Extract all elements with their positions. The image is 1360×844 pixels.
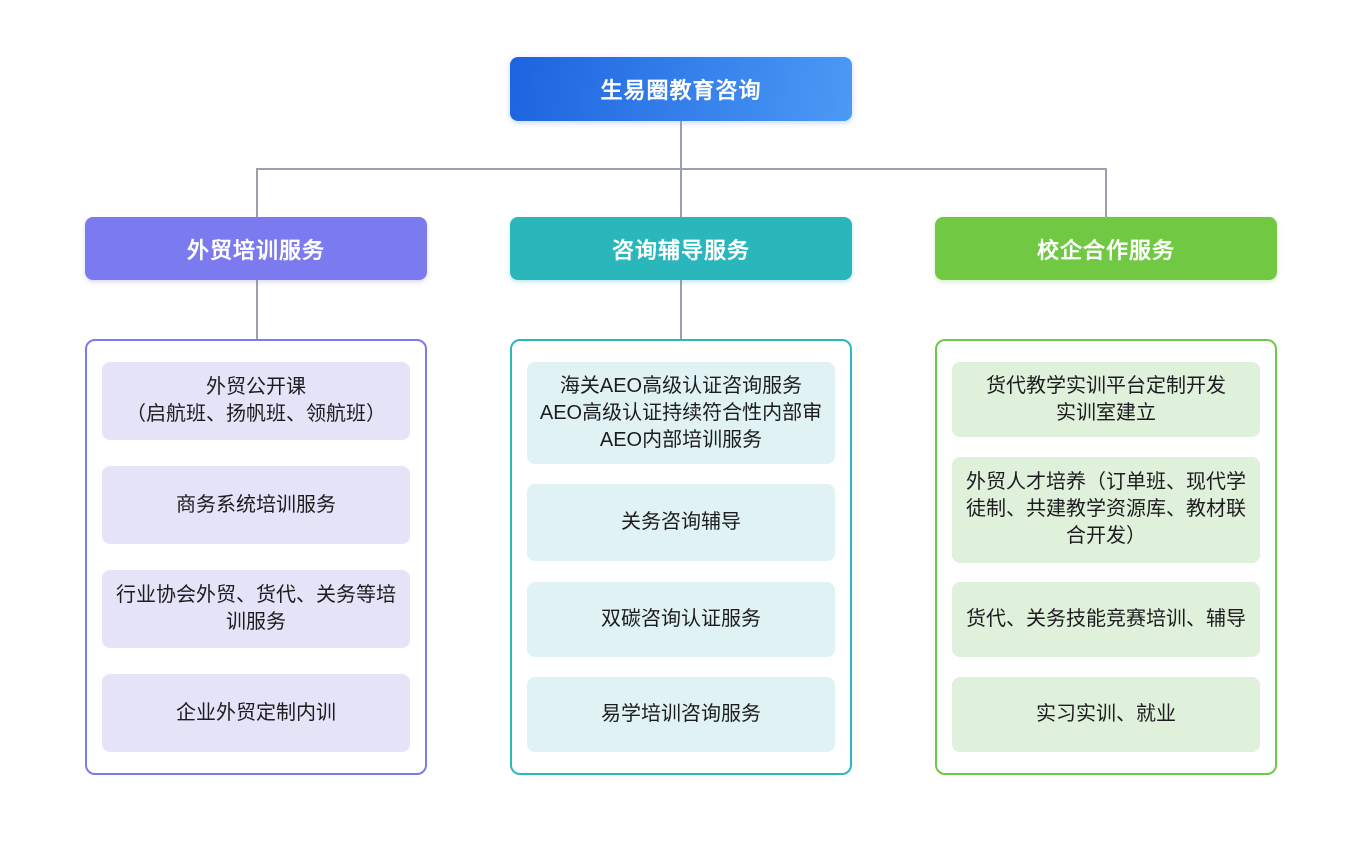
leaf-item: 外贸公开课 （启航班、扬帆班、领航班）: [102, 362, 410, 440]
leaf-item: 货代、关务技能竞赛培训、辅导: [952, 582, 1260, 658]
connector-branch3-down: [1105, 168, 1107, 217]
root-node-label: 生易圈教育咨询: [600, 78, 762, 103]
branch-header-school-enterprise: 校企合作服务: [935, 217, 1277, 280]
branch-container-consulting-coaching: 海关AEO高级认证咨询服务 AEO高级认证持续符合性内部审 AEO内部培训服务 …: [510, 339, 852, 775]
root-node: 生易圈教育咨询: [510, 57, 852, 121]
branch-header-label: 外贸培训服务: [186, 237, 325, 263]
connector-root-down: [680, 121, 682, 168]
leaf-item: 实习实训、就业: [952, 676, 1260, 752]
branch-header-consulting-coaching: 咨询辅导服务: [510, 217, 852, 280]
branch-container-foreign-trade-training: 外贸公开课 （启航班、扬帆班、领航班） 商务系统培训服务 行业协会外贸、货代、关…: [85, 339, 427, 775]
leaf-item: 行业协会外贸、货代、关务等培训服务: [102, 570, 410, 648]
leaf-item: 企业外贸定制内训: [102, 674, 410, 752]
leaf-item: 货代教学实训平台定制开发 实训室建立: [952, 362, 1260, 437]
branch-container-school-enterprise: 货代教学实训平台定制开发 实训室建立 外贸人才培养（订单班、现代学徒制、共建教学…: [935, 339, 1277, 775]
branch-header-foreign-trade-training: 外贸培训服务: [85, 217, 427, 280]
leaf-item: 易学培训咨询服务: [527, 676, 835, 752]
branch-header-label: 校企合作服务: [1036, 237, 1175, 263]
leaf-item: 双碳咨询认证服务: [527, 581, 835, 657]
leaf-item: 关务咨询辅导: [527, 484, 835, 562]
connector-branch2-to-container: [680, 280, 682, 339]
connector-branch1-to-container: [256, 280, 258, 339]
leaf-item: 外贸人才培养（订单班、现代学徒制、共建教学资源库、教材联合开发）: [952, 456, 1260, 563]
leaf-item: 商务系统培训服务: [102, 466, 410, 544]
connector-branch2-down: [680, 168, 682, 217]
leaf-item: 海关AEO高级认证咨询服务 AEO高级认证持续符合性内部审 AEO内部培训服务: [527, 362, 835, 464]
connector-branch1-down: [256, 168, 258, 217]
branch-header-label: 咨询辅导服务: [611, 237, 750, 263]
